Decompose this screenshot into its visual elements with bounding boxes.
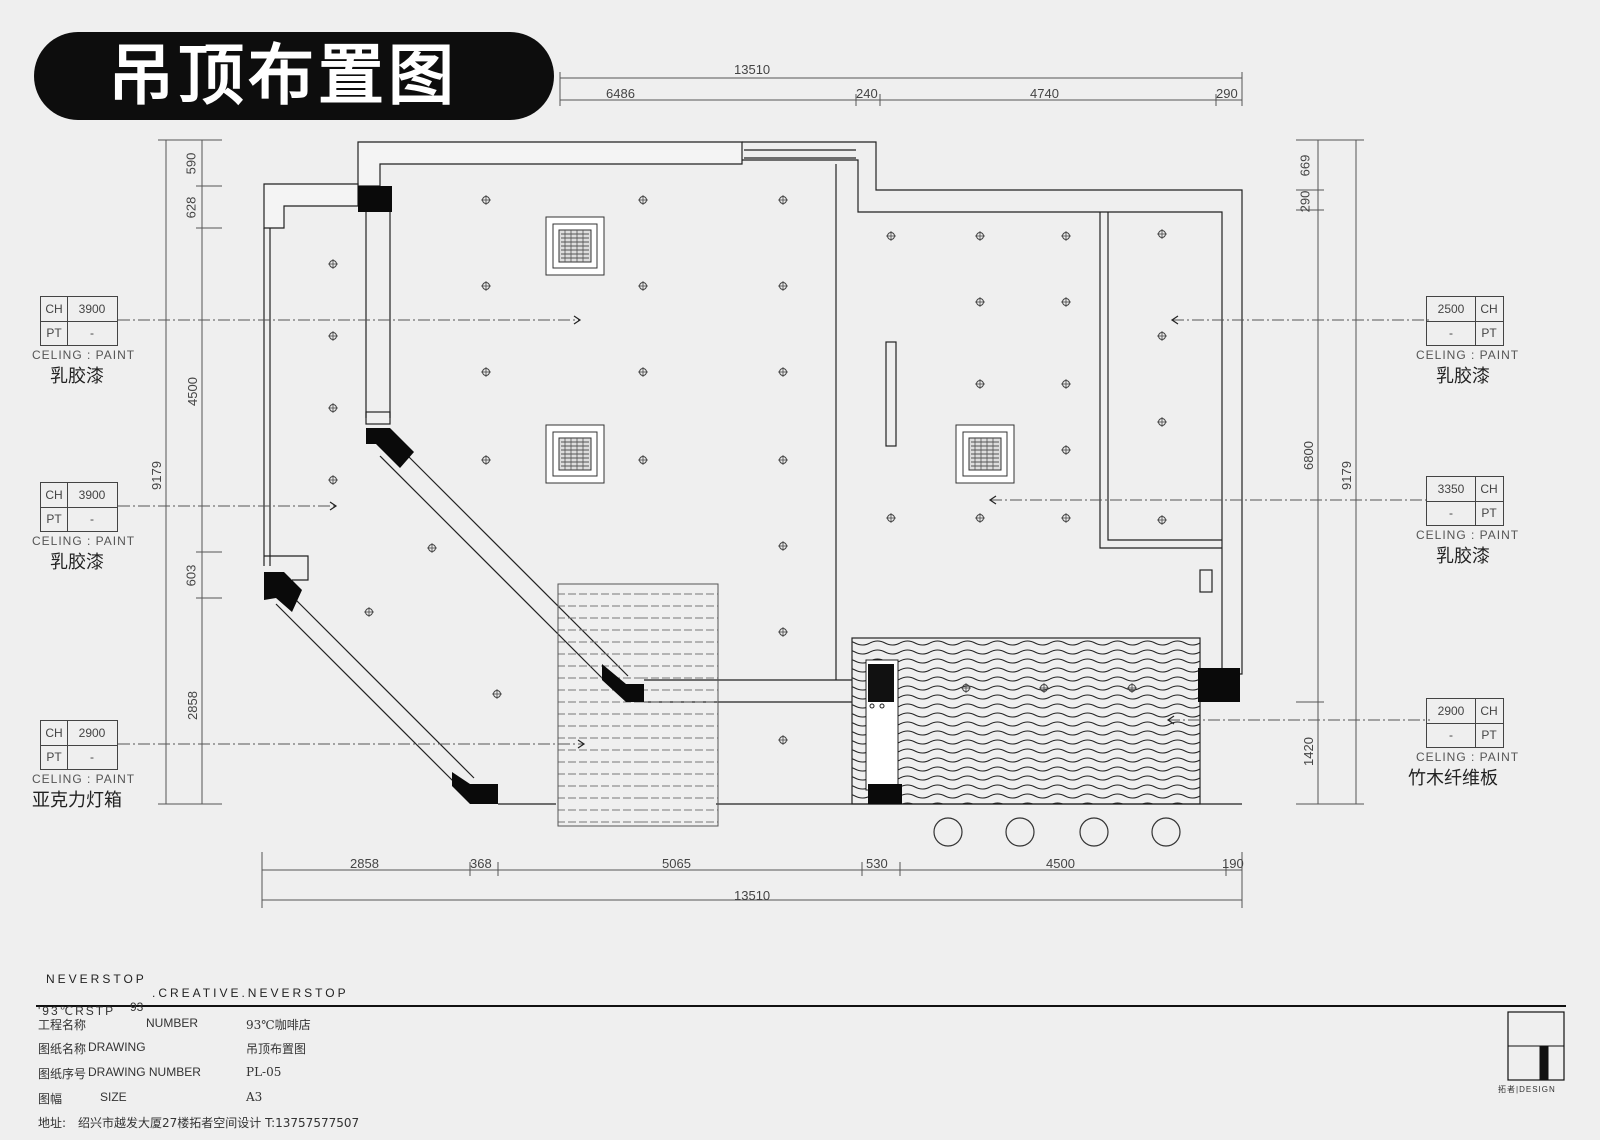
tb-en-drawing: DRAWING xyxy=(88,1040,146,1054)
ceiling-tag-2: CH 3900 PT - xyxy=(40,482,118,532)
ceiling-caption: CELING : PAINT xyxy=(1416,528,1520,542)
ceiling-tag-5: 3350 CH -PT xyxy=(1426,476,1504,526)
dim-top-seg-3: 4740 xyxy=(1030,86,1059,101)
dim-right-seg-1: 669 xyxy=(1297,154,1313,177)
ceiling-height-value: 3900 xyxy=(78,488,106,502)
dim-top-seg-1: 6486 xyxy=(606,86,635,101)
ceiling-tag-1: CH 3900 PT - xyxy=(40,296,118,346)
tag-key-ch: CH xyxy=(41,483,68,507)
ceiling-caption: CELING : PAINT xyxy=(32,534,136,548)
paint-value: - xyxy=(90,326,94,340)
ceiling-tag-6: 2900 CH -PT xyxy=(1426,698,1504,748)
tb-value-project: 93℃咖啡店 xyxy=(246,1018,311,1032)
ceiling-caption: CELING : PAINT xyxy=(1416,348,1520,362)
dim-right-seg-2: 290 xyxy=(1297,190,1313,213)
ceiling-caption: CELING : PAINT xyxy=(32,348,136,362)
dim-top-seg-2: 240 xyxy=(856,86,878,101)
tag-key-ch: CH xyxy=(1480,302,1498,316)
dim-top-total: 13510 xyxy=(734,62,771,77)
dim-bottom-total: 13510 xyxy=(734,888,771,903)
dim-top-seg-4: 290 xyxy=(1216,86,1238,101)
tag-key-pt: PT xyxy=(41,507,68,531)
dim-bottom-seg-2: 368 xyxy=(470,856,492,871)
tag-key-pt: PT xyxy=(1481,326,1497,340)
tag-key-ch: CH xyxy=(1480,482,1498,496)
tb-value-size: A3 xyxy=(246,1090,263,1104)
ceiling-height-value: 3900 xyxy=(78,302,106,316)
dim-left-seg-2: 628 xyxy=(183,196,199,219)
ceiling-caption: CELING : PAINT xyxy=(1416,750,1520,764)
dim-right-seg-4: 1420 xyxy=(1300,737,1316,766)
drawing-title: 吊顶布置图 xyxy=(108,37,458,114)
tb-value-drawing: 吊顶布置图 xyxy=(246,1042,307,1056)
tb-address: 绍兴市越发大厦27楼拓者空间设计 T:13757577507 xyxy=(78,1116,360,1130)
tag-key-pt: PT xyxy=(41,745,68,769)
dim-right-total: 9179 xyxy=(1338,461,1354,490)
dim-left-seg-3: 4500 xyxy=(184,377,200,406)
dim-right-seg-3: 6800 xyxy=(1300,441,1316,470)
dim-bottom-seg-3: 5065 xyxy=(662,856,691,871)
tag-key-pt: PT xyxy=(1481,728,1497,742)
dim-bottom-seg-5: 4500 xyxy=(1046,856,1075,871)
tb-label-size: 图幅 xyxy=(38,1092,63,1106)
tag-key-ch: CH xyxy=(1480,704,1498,718)
dim-left-total: 9179 xyxy=(148,461,164,490)
tb-value-number: PL-05 xyxy=(246,1065,282,1079)
brand-top: NEVERSTOP xyxy=(46,972,147,986)
material-label: 乳胶漆 xyxy=(50,366,104,387)
paint-value: - xyxy=(1427,501,1476,525)
tb-en-project: NUMBER xyxy=(146,1016,199,1030)
tb-en-size: SIZE xyxy=(100,1090,127,1104)
ceiling-tag-3: CH 2900 PT - xyxy=(40,720,118,770)
tb-label-project: 工程名称 xyxy=(38,1018,87,1032)
tag-key-ch: CH xyxy=(41,721,68,745)
dim-left-seg-4: 603 xyxy=(183,564,199,587)
ceiling-tag-4: 2500 CH -PT xyxy=(1426,296,1504,346)
ceiling-caption: CELING : PAINT xyxy=(32,772,136,786)
paint-value: - xyxy=(90,750,94,764)
tb-en-number: DRAWING NUMBER xyxy=(88,1065,201,1079)
material-label: 乳胶漆 xyxy=(50,552,104,573)
tag-key-pt: PT xyxy=(1481,506,1497,520)
dim-bottom-seg-1: 2858 xyxy=(350,856,379,871)
paint-value: - xyxy=(1427,321,1476,345)
material-label: 乳胶漆 xyxy=(1436,546,1490,567)
tb-address-label: 地址: xyxy=(38,1116,67,1130)
material-label: 亚克力灯箱 xyxy=(32,790,122,811)
dim-left-seg-5: 2858 xyxy=(184,691,200,720)
title-banner: 吊顶布置图 xyxy=(34,32,554,120)
ceiling-height-value: 2500 xyxy=(1427,297,1476,321)
dim-bottom-seg-4: 530 xyxy=(866,856,888,871)
ceiling-height-value: 2900 xyxy=(1427,699,1476,723)
bamboo-fiber-panel xyxy=(851,637,1201,805)
tag-key-pt: PT xyxy=(41,321,68,345)
material-label: 乳胶漆 xyxy=(1436,366,1490,387)
tb-label-drawing: 图纸名称 xyxy=(38,1042,87,1056)
brand-small: '93℃RSTP xyxy=(38,1004,116,1018)
logo-caption: 拓者|DESIGN xyxy=(1498,1085,1556,1094)
brand-tagline: .CREATIVE.NEVERSTOP xyxy=(152,986,349,1000)
acrylic-lightbox xyxy=(557,583,719,827)
ceiling-height-value: 2900 xyxy=(78,726,106,740)
material-label: 竹木纤维板 xyxy=(1408,768,1498,789)
paint-value: - xyxy=(90,512,94,526)
dim-left-seg-1: 590 xyxy=(183,152,199,175)
tag-key-ch: CH xyxy=(41,297,68,321)
paint-value: - xyxy=(1427,723,1476,747)
brand-number: 93 xyxy=(130,1000,144,1014)
ceiling-height-value: 3350 xyxy=(1427,477,1476,501)
tb-label-number: 图纸序号 xyxy=(38,1067,87,1081)
dim-bottom-seg-6: 190 xyxy=(1222,856,1244,871)
